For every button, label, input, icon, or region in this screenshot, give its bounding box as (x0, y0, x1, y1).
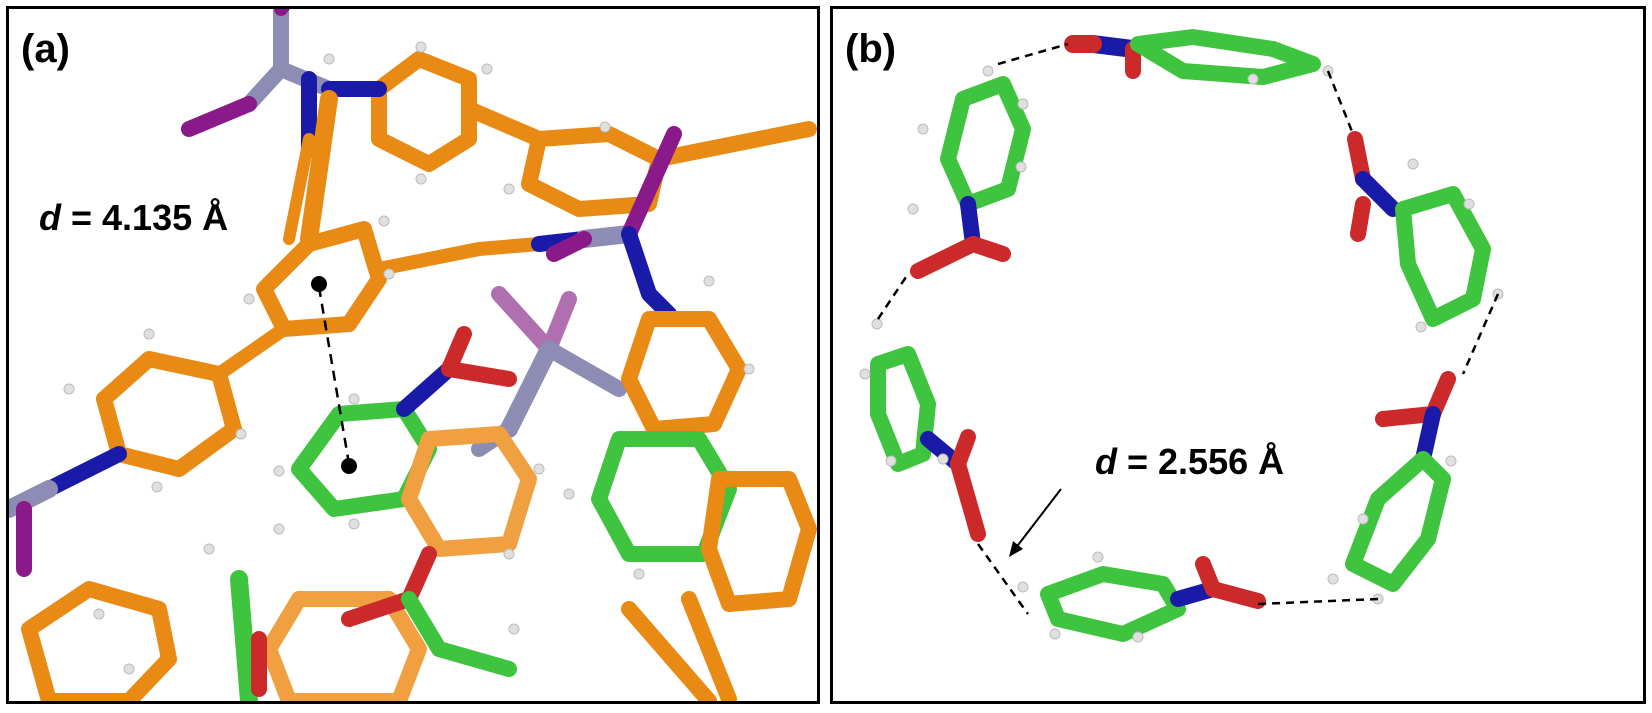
distance-value: = 2.556 Å (1117, 441, 1285, 482)
distance-symbol: d (39, 197, 61, 238)
left-pyridine-ring (9, 322, 291, 577)
ring-distance-indicator (311, 276, 357, 474)
nitrobenzene-right (1345, 371, 1456, 592)
distance-label: d = 4.135 Å (39, 197, 228, 239)
distance-arrow (1009, 488, 1062, 557)
guest-centroid-dot (341, 458, 357, 474)
panel-label: (a) (21, 27, 70, 71)
nitrobenzene-ring-view (859, 29, 1504, 643)
distance-label: d = 2.556 Å (1095, 441, 1284, 483)
panel-label: (b) (845, 27, 897, 71)
central-framework-ring (256, 126, 682, 337)
framework-structure-view (9, 9, 817, 701)
nitrobenzene-bottom (1040, 556, 1266, 642)
panel-b: (b) d = 2.556 Å (830, 6, 1646, 704)
distance-symbol: d (1095, 441, 1117, 482)
hydrogen-atoms (63, 41, 755, 675)
top-metal-center (181, 9, 337, 157)
nitrobenzene-upper-left (910, 76, 1031, 279)
hydrogen-bond-lines (876, 42, 1500, 615)
lower-framework (21, 546, 717, 701)
left-vertical-linker (283, 90, 338, 248)
nitrobenzene-upper-right (1347, 131, 1491, 327)
distance-value: = 4.135 Å (61, 197, 229, 238)
right-pyridine-rings (401, 311, 817, 701)
nitrobenzene-left (870, 346, 986, 542)
panel-a: (a) d = 4.135 Å (6, 6, 820, 704)
top-pyridine-ring (321, 51, 817, 217)
hydrogen-atoms (859, 65, 1504, 643)
central-metal-center (471, 286, 627, 457)
framework-centroid-dot (311, 276, 327, 292)
nitrobenzene-top (1064, 29, 1321, 85)
